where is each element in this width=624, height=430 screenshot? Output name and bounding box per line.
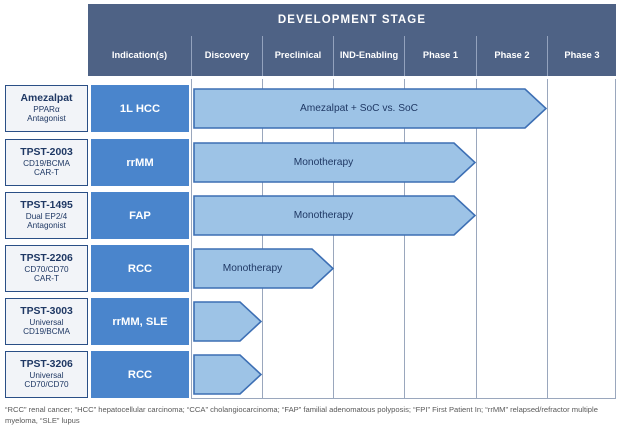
gridline-phase-2 (476, 79, 477, 399)
column-header-line: Phase 1 (422, 50, 459, 61)
program-name: TPST-3206 (20, 359, 73, 371)
program-modality-line: CD19/BCMA (23, 327, 70, 337)
indication-box-tpst-2206: RCC (91, 245, 189, 292)
column-header-line: Phase 3 (564, 50, 600, 61)
arrow-shape (193, 88, 547, 129)
column-header-line: Indication(s) (111, 50, 168, 61)
gridline-phase-3 (547, 79, 548, 399)
stage-header-row: Indication(s) Discovery Preclinical IND-Ena… (88, 36, 616, 76)
column-header-line: IND- (339, 50, 359, 61)
page-title: DEVELOPMENT STAGE (277, 14, 427, 26)
gridline-phase-1 (404, 79, 405, 399)
column-header-ind-enabling: IND-Enabling (333, 36, 404, 76)
arrow-shape (193, 195, 476, 236)
stage-arrow-tpst-3206 (193, 354, 262, 395)
arrow-shape (193, 354, 262, 395)
program-name: TPST-2206 (20, 253, 73, 265)
column-header-indication-s: Indication(s) (88, 36, 191, 76)
program-modality-line: PPARα (33, 104, 60, 114)
program-name: TPST-1495 (20, 200, 73, 212)
stage-arrow-tpst-2003: Monotherapy (193, 142, 476, 183)
program-modality-line: CD19/BCMA (23, 158, 70, 168)
indication-box-amezalpat: 1L HCC (91, 85, 189, 132)
arrow-shape (193, 248, 334, 289)
stage-grid (191, 79, 616, 399)
stage-arrow-tpst-1495: Monotherapy (193, 195, 476, 236)
column-header-phase-3: Phase 3 (547, 36, 616, 76)
indication-box-tpst-3003: rrMM, SLE (91, 298, 189, 345)
program-modality-line: CAR-T (33, 274, 59, 284)
program-modality-line: Antagonist (27, 221, 66, 231)
program-name: TPST-3003 (20, 306, 73, 318)
column-header-phase-2: Phase 2 (476, 36, 547, 76)
column-header-line: Preclinical (274, 50, 322, 61)
program-modality-line: Dual EP2/4 (25, 211, 68, 221)
column-header-line: Discovery (204, 50, 250, 61)
arrow-shape (193, 142, 476, 183)
stage-arrow-tpst-3003 (193, 301, 262, 342)
footnote: “RCC” renal cancer; “HCC” hepatocellular… (5, 405, 598, 425)
gridline-preclinical (262, 79, 263, 399)
indication-box-tpst-2003: rrMM (91, 139, 189, 186)
program-modality-line: CD70/CD70 (24, 380, 69, 390)
program-name: TPST-2003 (20, 147, 73, 159)
program-name: Amezalpat (20, 93, 73, 105)
indication-box-tpst-1495: FAP (91, 192, 189, 239)
program-modality-line: CAR-T (33, 168, 59, 178)
gridline-ind-enabling (333, 79, 334, 399)
program-modality-line: CD70/CD70 (24, 264, 69, 274)
column-header-line: Phase 2 (494, 50, 530, 61)
arrow-shape (193, 301, 262, 342)
header-band (88, 4, 616, 76)
program-modality-line: Universal (29, 370, 64, 380)
indication-box-tpst-3206: RCC (91, 351, 189, 398)
program-modality-line: Universal (29, 317, 64, 327)
column-header-preclinical: Preclinical (262, 36, 333, 76)
column-header-phase-1: Phase 1 (404, 36, 476, 76)
stage-arrow-amezalpat: Amezalpat + SoC vs. SoC (193, 88, 547, 129)
program-modality-line: Antagonist (27, 114, 66, 124)
column-header-discovery: Discovery (191, 36, 262, 76)
stage-arrow-tpst-2206: Monotherapy (193, 248, 334, 289)
column-header-line: Enabling (358, 50, 399, 61)
